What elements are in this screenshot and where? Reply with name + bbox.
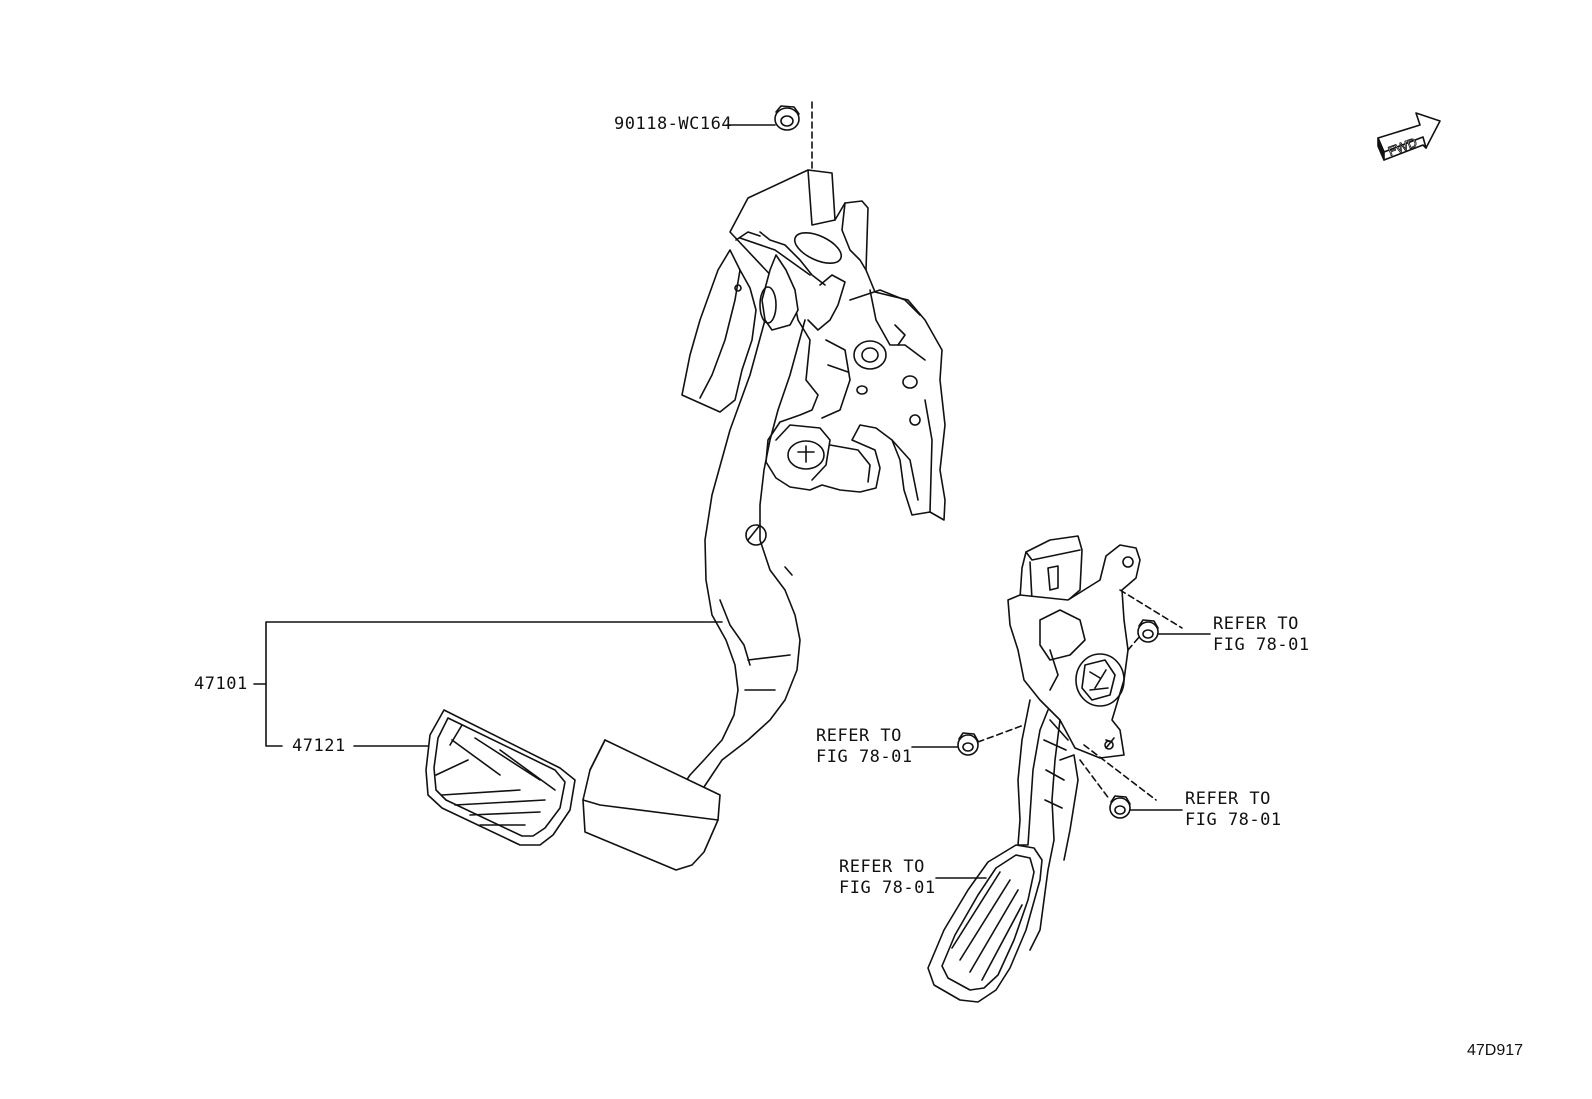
dashed-leader-3	[1079, 744, 1157, 801]
fwd-arrow-icon: FWD	[1377, 112, 1441, 161]
nut-right-lower	[1109, 795, 1131, 819]
diagram-code: 47D917	[1467, 1042, 1524, 1059]
brake-pedal-block	[582, 739, 721, 871]
leader-47101	[253, 621, 723, 747]
refer-line1: REFER TO	[839, 857, 925, 877]
refer-label-left-mid: REFER TO FIG 78-01	[816, 726, 913, 768]
refer-line1: REFER TO	[1213, 614, 1299, 634]
refer-line2: FIG 78-01	[1213, 635, 1310, 655]
refer-line2: FIG 78-01	[1185, 810, 1282, 830]
brake-pedal-bracket	[729, 169, 946, 521]
refer-line1: REFER TO	[1185, 789, 1271, 809]
label-47121: 47121	[292, 736, 346, 756]
brake-pedal-pad	[425, 709, 576, 846]
nut-90118	[774, 105, 800, 131]
refer-label-right-upper: REFER TO FIG 78-01	[1213, 614, 1310, 656]
label-47101: 47101	[194, 674, 248, 694]
accelerator-pedal-assembly	[927, 535, 1141, 1003]
refer-label-left-lower: REFER TO FIG 78-01	[839, 857, 936, 899]
brake-pedal-arm	[679, 249, 806, 791]
refer-line2: FIG 78-01	[839, 878, 936, 898]
dashed-leader-1	[1119, 589, 1183, 651]
refer-line1: REFER TO	[816, 726, 902, 746]
refer-line2: FIG 78-01	[816, 747, 913, 767]
dashed-leader-2	[977, 724, 1025, 743]
nut-right-upper	[1137, 619, 1159, 643]
nut-left-mid	[957, 732, 979, 756]
refer-label-right-lower: REFER TO FIG 78-01	[1185, 789, 1282, 831]
label-90118-wc164: 90118-WC164	[614, 114, 733, 134]
